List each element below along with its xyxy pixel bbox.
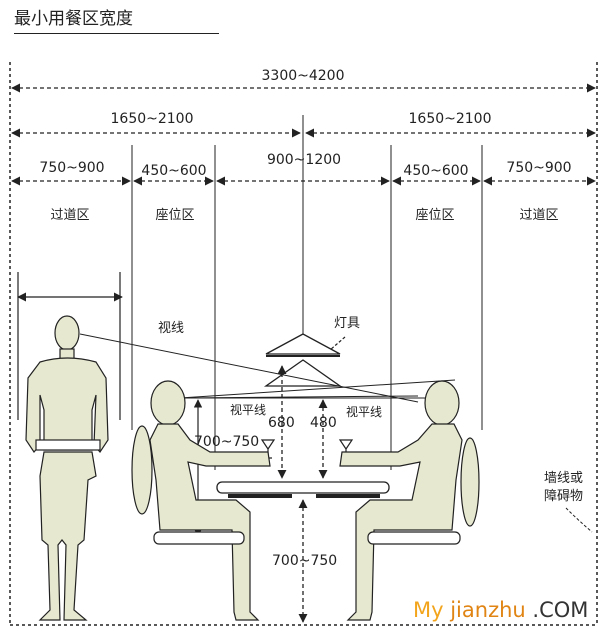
dim-table-label: 900~1200 bbox=[267, 152, 341, 168]
horizontal-sight-left: 视平线 bbox=[230, 402, 266, 417]
zone-aisle-left: 过道区 bbox=[50, 208, 89, 223]
zone-seat-right: 座位区 bbox=[415, 208, 454, 223]
eye-height-label: 700~750 bbox=[194, 434, 259, 450]
wall-line-leader bbox=[565, 507, 593, 533]
table-top bbox=[216, 481, 390, 494]
lamp-height-left-label: 680 bbox=[268, 415, 295, 431]
table-height-label: 700~750 bbox=[272, 553, 337, 569]
zone-seat-left: 座位区 bbox=[155, 208, 194, 223]
watermark-part-2: jianzhu bbox=[443, 598, 526, 622]
horizontal-sight-right: 视平线 bbox=[346, 404, 382, 419]
right-seated-person-figure bbox=[339, 380, 480, 621]
dim-aisle-left-label: 750~900 bbox=[39, 160, 104, 176]
title-underline bbox=[14, 33, 219, 34]
sight-line-left-1 bbox=[179, 379, 456, 399]
watermark-part-1: My bbox=[413, 598, 444, 622]
lamp-leader bbox=[329, 336, 346, 351]
dim-aisle-right-label: 750~900 bbox=[506, 160, 571, 176]
dim-total-label: 3300~4200 bbox=[262, 68, 345, 84]
dim-half-right-label: 1650~2100 bbox=[409, 111, 492, 127]
watermark: My jianzhu .COM bbox=[413, 598, 588, 622]
lamp-height-right-label: 480 bbox=[310, 415, 337, 431]
left-seated-person-figure bbox=[131, 380, 271, 621]
sight-line-label: 视线 bbox=[158, 321, 184, 336]
lamp-label: 灯具 bbox=[334, 316, 360, 331]
lamp-upper-icon bbox=[265, 333, 341, 355]
watermark-part-3: .COM bbox=[525, 598, 589, 622]
dim-seat-left-label: 450~600 bbox=[141, 163, 206, 179]
lamp-lower-icon bbox=[263, 359, 343, 387]
wall-line-label-1: 墙线或 bbox=[544, 471, 583, 486]
wall-line-label-2: 障碍物 bbox=[544, 489, 583, 504]
dim-half-left-label: 1650~2100 bbox=[111, 111, 194, 127]
dim-seat-right-label: 450~600 bbox=[403, 163, 468, 179]
sight-line-standing bbox=[79, 333, 419, 403]
page-title: 最小用餐区宽度 bbox=[14, 9, 133, 29]
zone-aisle-right: 过道区 bbox=[519, 208, 558, 223]
standing-person-figure bbox=[17, 272, 123, 621]
